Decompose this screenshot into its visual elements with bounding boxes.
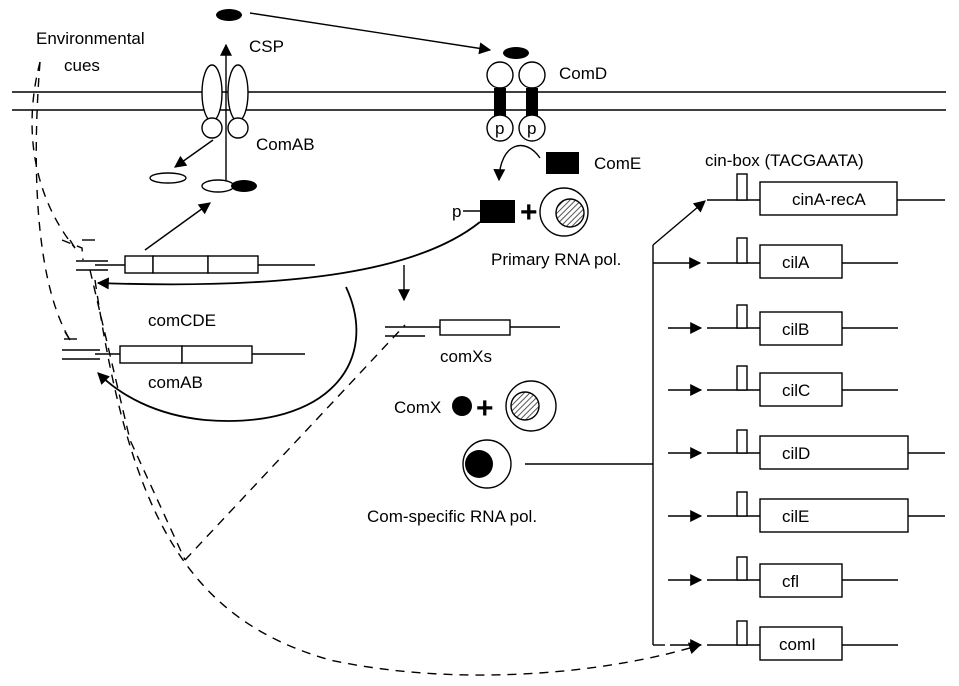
comc-to-precsp-arrow — [144, 202, 211, 251]
csp-bound — [503, 47, 529, 59]
come-label: ComE — [594, 154, 641, 173]
com-specific-rna-pol-label: Com-specific RNA pol. — [367, 507, 537, 526]
primary-rna-pol-icon — [539, 187, 589, 237]
svg-text:cilA: cilA — [782, 253, 810, 272]
phospho-come-protein — [480, 200, 515, 223]
csp-to-comd-arrow — [249, 12, 492, 55]
comxs-gene-label: comXs — [440, 347, 492, 366]
comab-to-cleaved-arrow — [174, 139, 214, 168]
svg-text:p: p — [495, 119, 504, 138]
comab-activation-arc — [97, 286, 358, 422]
come-protein — [546, 152, 579, 174]
gene-comI: comI — [653, 620, 898, 661]
gene-cilE: cilE — [668, 491, 945, 533]
svg-text:p: p — [527, 119, 536, 138]
gene-cilB: cilB — [668, 304, 898, 346]
svg-text:cilE: cilE — [782, 507, 809, 526]
gene-cilD: cilD — [668, 429, 945, 470]
comcde-gene-label: comCDE — [148, 311, 216, 330]
svg-text:cilC: cilC — [782, 381, 810, 400]
environmental-cue-dashed-paths — [31, 61, 702, 676]
pre-csp-mature — [231, 180, 257, 192]
comab-gene-label: comAB — [148, 373, 203, 392]
gene-cilA: cilA — [653, 237, 898, 279]
phosphotransfer-arrow — [493, 144, 541, 182]
gene-cfl: cfl — [668, 556, 898, 598]
comd-label: ComD — [559, 64, 607, 83]
svg-text:cinA-recA: cinA-recA — [792, 190, 866, 209]
gene-cinA-recA: cinA-recA — [707, 173, 945, 216]
svg-text:cilD: cilD — [782, 444, 810, 463]
gene-cilC: cilC — [668, 365, 898, 407]
comab-operon — [62, 345, 305, 364]
primary-rna-pol-label: Primary RNA pol. — [491, 250, 621, 269]
come-activation-arc — [96, 221, 481, 290]
comd-receptor: p p — [486, 61, 546, 142]
plus-sign-1: + — [520, 196, 538, 229]
cleaved-leader-peptide — [149, 172, 187, 184]
comab-protein-label: ComAB — [256, 135, 315, 154]
svg-text:Environmental: Environmental — [36, 29, 145, 48]
pre-csp-leader — [201, 179, 235, 193]
cell-membrane — [12, 91, 946, 111]
com-specific-rna-pol-icon — [462, 439, 512, 489]
comxs-operon — [385, 319, 560, 337]
svg-text:cilB: cilB — [782, 320, 809, 339]
svg-text:comI: comI — [779, 635, 816, 654]
comx-label: ComX — [394, 398, 441, 417]
core-rna-pol-icon — [505, 380, 557, 432]
environmental-cues-label: Environmental cues — [36, 29, 145, 75]
plus-sign-2: + — [476, 392, 494, 425]
phospho-come-p: p — [452, 202, 461, 221]
comcde-operon — [76, 255, 315, 274]
svg-text:cfl: cfl — [782, 572, 799, 591]
csp-peptide — [216, 9, 242, 21]
cinA-branch-arrow — [652, 200, 706, 246]
svg-text:cues: cues — [64, 56, 100, 75]
cin-box-label: cin-box (TACGAATA) — [705, 151, 864, 170]
csp-label: CSP — [249, 37, 284, 56]
comab-transporter — [201, 64, 249, 139]
comx-protein — [452, 396, 472, 416]
